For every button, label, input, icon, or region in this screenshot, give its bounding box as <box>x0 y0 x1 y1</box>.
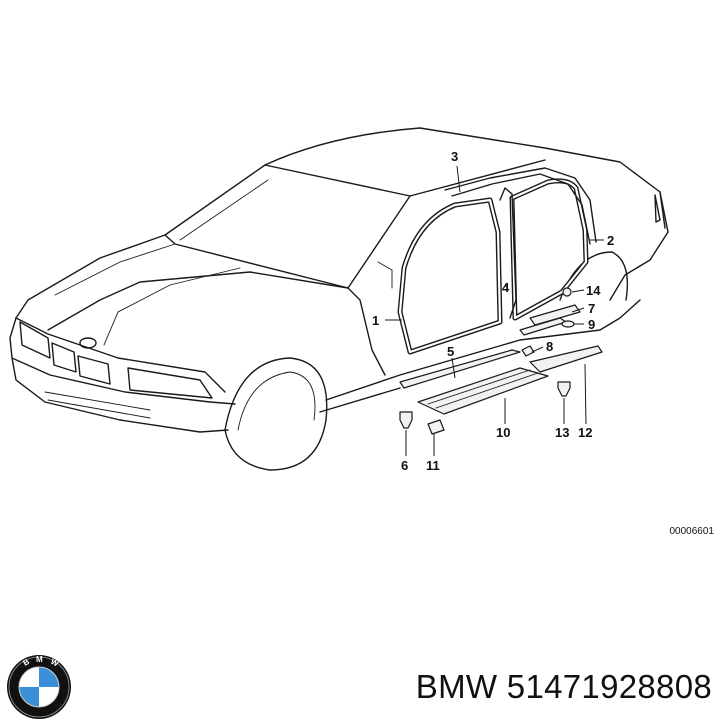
diagram-reference-code: 00006601 <box>669 526 715 537</box>
car-body-outline <box>9 127 669 471</box>
door-seals <box>397 167 597 355</box>
callout-10: 10 <box>496 425 510 440</box>
callout-labels: 1 2 3 4 5 6 7 8 9 10 11 12 13 14 <box>372 149 614 473</box>
callout-4: 4 <box>502 280 510 295</box>
callout-9: 9 <box>588 317 595 332</box>
svg-text:M: M <box>36 655 43 664</box>
leader-lines <box>385 165 604 456</box>
callout-14: 14 <box>586 283 601 298</box>
callout-8: 8 <box>546 339 553 354</box>
callout-12: 12 <box>578 425 592 440</box>
callout-3: 3 <box>451 149 458 164</box>
svg-text:W: W <box>49 657 60 669</box>
sill-parts <box>399 287 603 435</box>
part-caption: BMW 51471928808 <box>415 668 712 705</box>
callout-2: 2 <box>607 233 614 248</box>
callout-11: 11 <box>426 458 440 473</box>
callout-6: 6 <box>401 458 408 473</box>
callout-7: 7 <box>588 301 595 316</box>
callout-5: 5 <box>447 344 454 359</box>
callout-13: 13 <box>555 425 569 440</box>
svg-text:B: B <box>22 657 32 668</box>
bmw-logo-icon: B M W <box>7 655 71 719</box>
callout-1: 1 <box>372 313 379 328</box>
